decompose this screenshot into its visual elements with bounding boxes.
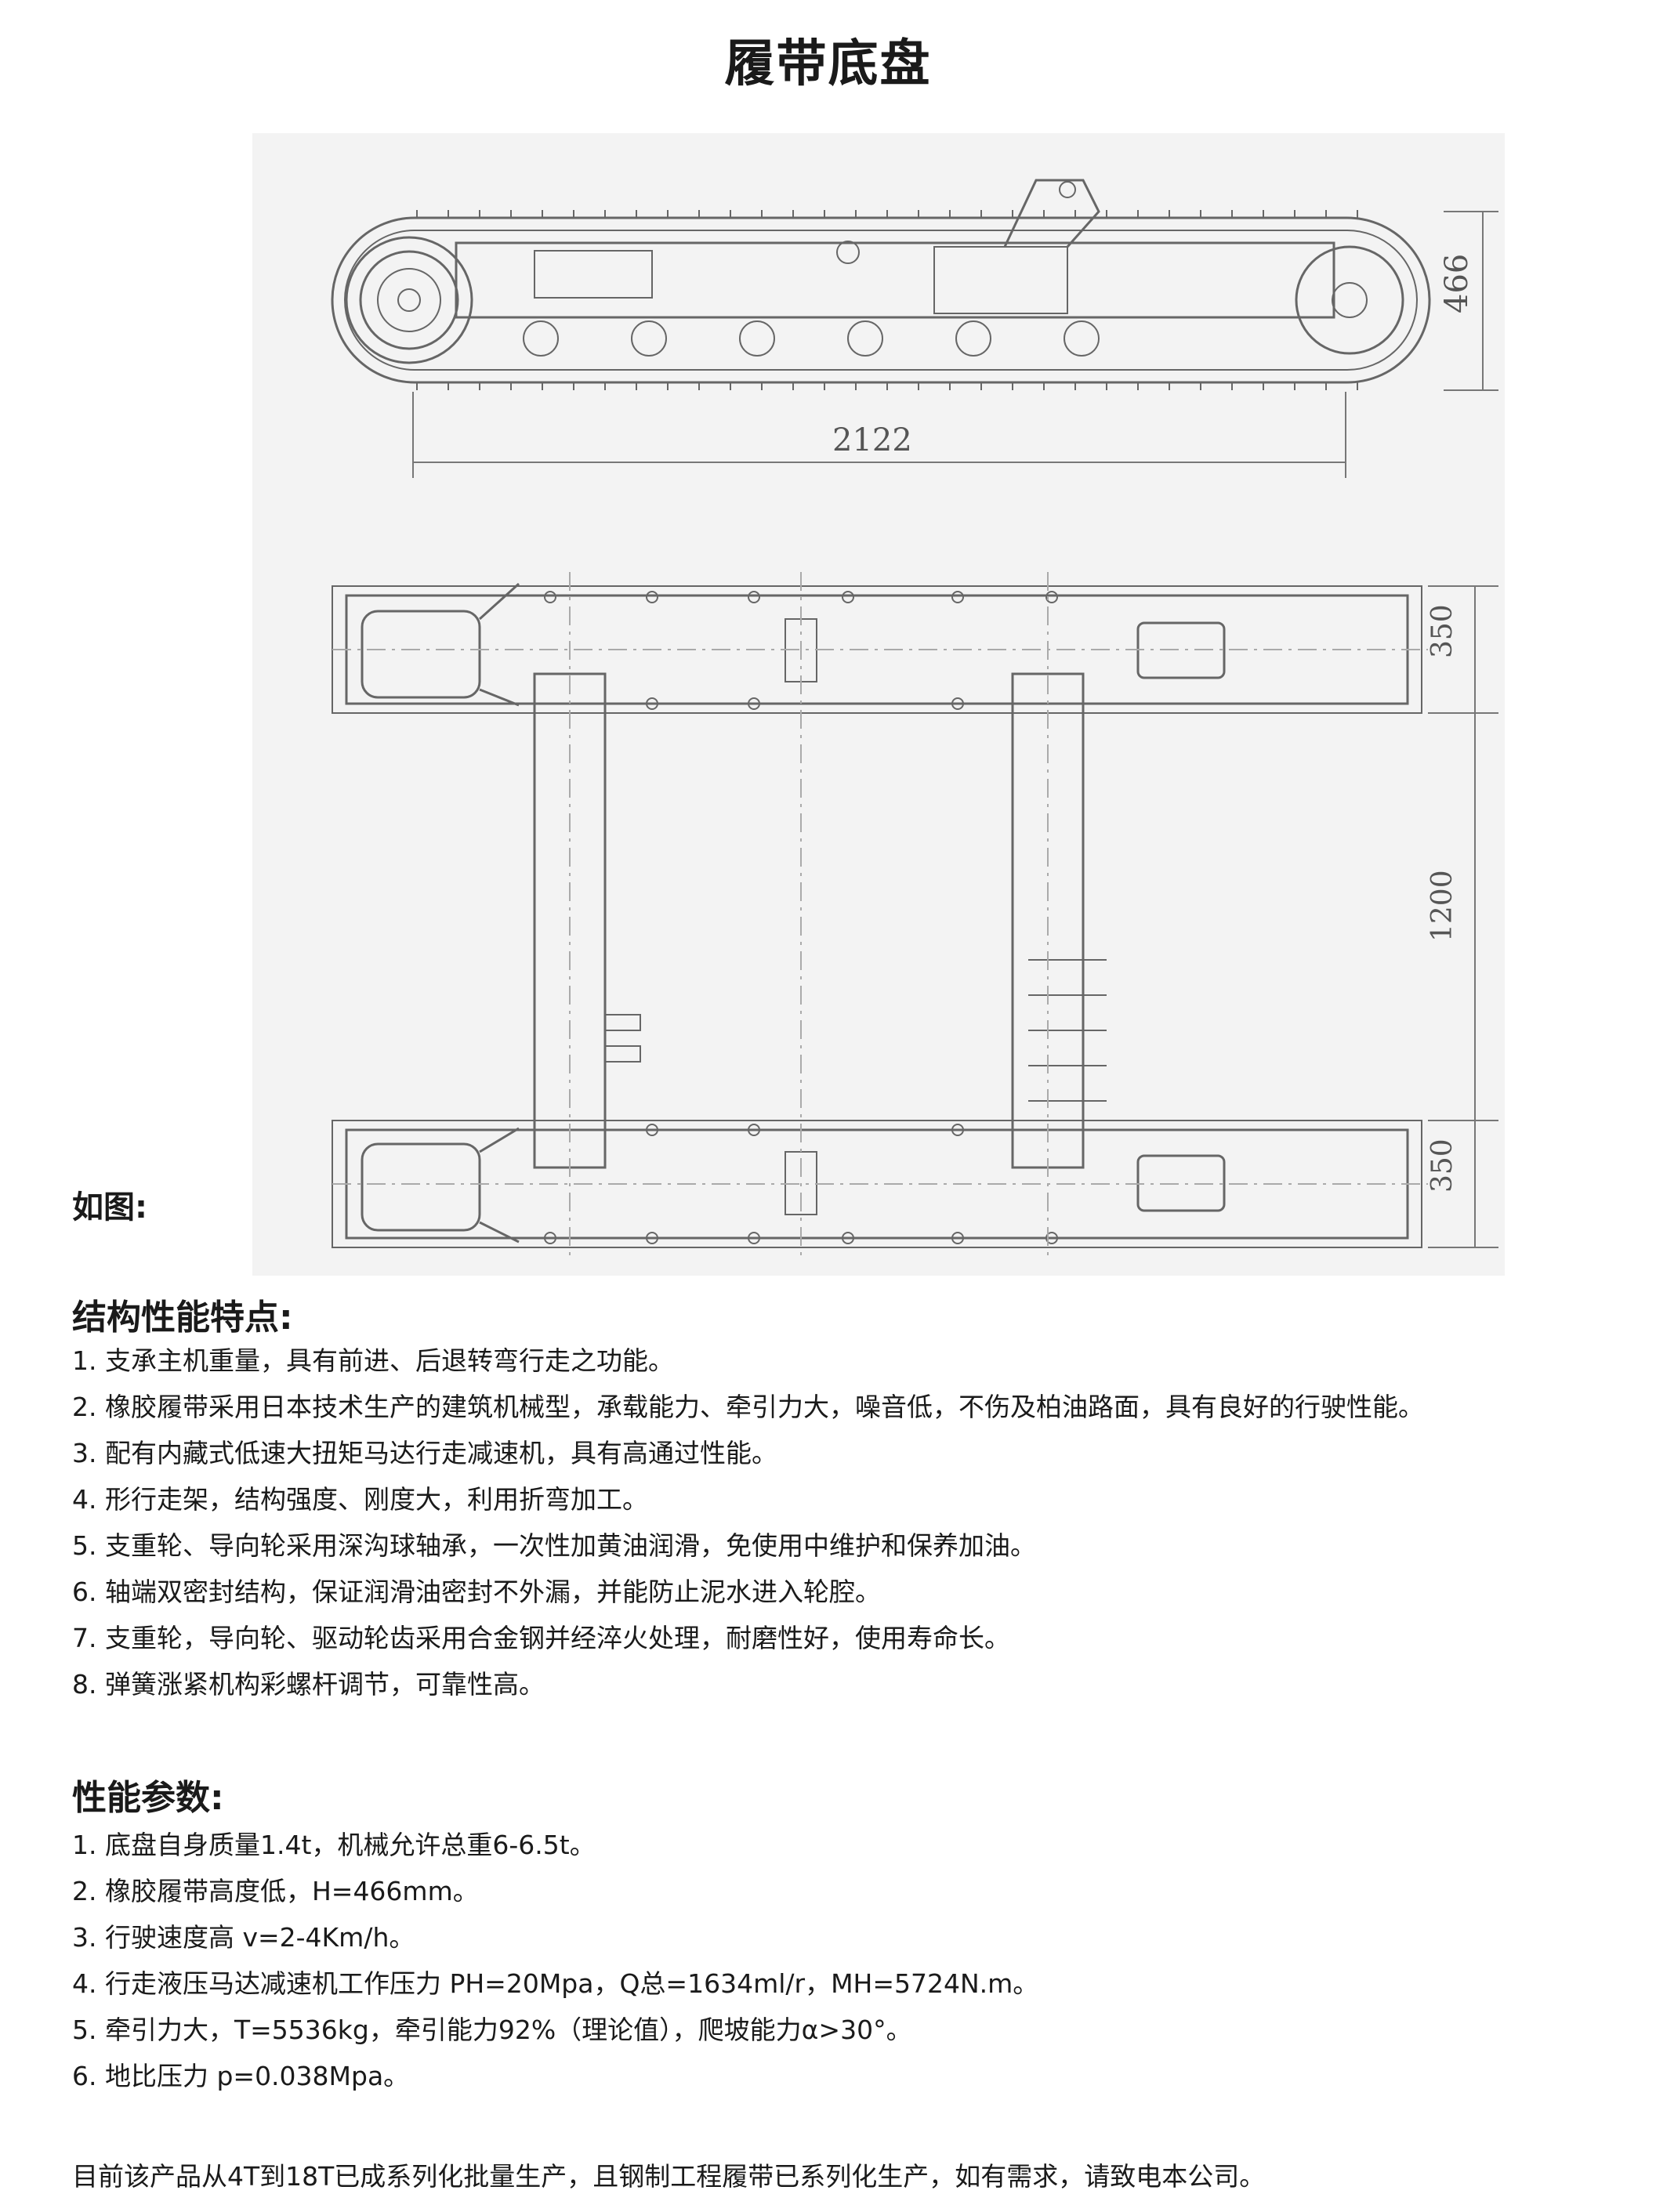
side-view (331, 179, 1431, 390)
list-item: 3. 行驶速度高 v=2-4Km/h。 (72, 1922, 415, 1953)
list-item: 5. 牵引力大，T=5536kg，牵引能力92%（理论值），爬坡能力α>30°。 (72, 2015, 912, 2045)
features-list: 1. 支承主机重量，具有前进、后退转弯行走之功能。 2. 橡胶履带采用日本技术生… (72, 1338, 1424, 1707)
list-item: 7. 支重轮，导向轮、驱动轮齿采用合金钢并经淬火处理，耐磨性好，使用寿命长。 (72, 1623, 1010, 1653)
params-heading: 性能参数: (72, 1778, 224, 1818)
page-title: 履带底盘 (724, 35, 932, 93)
list-item: 6. 地比压力 p=0.038Mpa。 (72, 2061, 410, 2091)
dim-side-height: 466 (1439, 254, 1475, 313)
chassis-drawing: 466 2122 (252, 133, 1505, 1276)
list-item: 3. 配有内藏式低速大扭矩马达行走减速机，具有高通过性能。 (72, 1438, 777, 1468)
list-item: 8. 弹簧涨紧机构彩螺杆调节，可靠性高。 (72, 1669, 545, 1700)
list-item: 6. 轴端双密封结构，保证润滑油密封不外漏，并能防止泥水进入轮腔。 (72, 1577, 881, 1607)
figure-label: 如图: (72, 1189, 147, 1225)
params-list: 1. 底盘自身质量1.4t，机械允许总重6-6.5t。 2. 橡胶履带高度低，H… (72, 1822, 1038, 2099)
dim-track-width-bottom: 350 (1426, 1139, 1459, 1193)
dim-track-gauge: 1200 (1426, 870, 1459, 942)
list-item: 2. 橡胶履带采用日本技术生产的建筑机械型，承载能力、牵引力大，噪音低，不伤及柏… (72, 1392, 1424, 1422)
list-item: 2. 橡胶履带高度低，H=466mm。 (72, 1876, 479, 1906)
list-item: 4. 行走液压马达减速机工作压力 PH=20Mpa，Q总=1634ml/r，MH… (72, 1968, 1039, 1999)
top-view (332, 582, 1422, 1248)
list-item: 1. 支承主机重量，具有前进、后退转弯行走之功能。 (72, 1345, 674, 1376)
list-item: 1. 底盘自身质量1.4t，机械允许总重6-6.5t。 (72, 1830, 596, 1860)
features-heading: 结构性能特点: (72, 1298, 293, 1338)
list-item: 5. 支重轮、导向轮采用深沟球轴承，一次性加黄油润滑，免使用中维护和保养加油。 (72, 1530, 1036, 1561)
footer-note: 目前该产品从4T到18T已成系列化批量生产，且钢制工程履带已系列化生产，如有需求… (72, 2161, 1266, 2192)
dim-side-length: 2122 (832, 422, 912, 458)
dim-track-width-top: 350 (1426, 604, 1459, 658)
list-item: 4. 形行走架，结构强度、刚度大，利用折弯加工。 (72, 1484, 648, 1515)
